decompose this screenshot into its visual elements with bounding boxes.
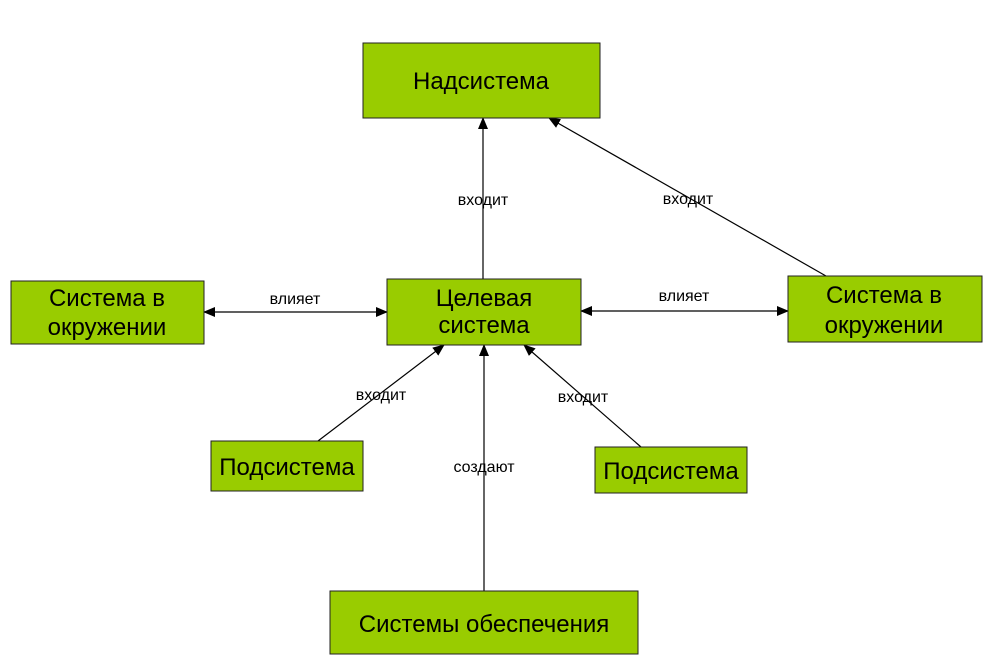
node-subsystem-left: Подсистема bbox=[210, 440, 364, 492]
node-supersystem: Надсистема bbox=[362, 42, 601, 119]
node-environment-right-line-1: Система в bbox=[826, 282, 942, 309]
node-subsystem-right-label: Подсистема bbox=[603, 458, 739, 485]
node-target-system-line-1: Целевая bbox=[436, 285, 532, 312]
node-support-systems: Системы обеспечения bbox=[329, 590, 639, 655]
edge-label-support-to-target: создают bbox=[453, 459, 515, 476]
node-environment-left-line-2: окружении bbox=[48, 314, 167, 341]
nodes: Надсистема Целевая система Система в окр… bbox=[10, 42, 983, 655]
edge-label-subsystem-left-to-target: входит bbox=[356, 387, 407, 404]
node-supersystem-label: Надсистема bbox=[413, 68, 550, 95]
edges: входит входит влияет влияет входит входи… bbox=[203, 117, 827, 591]
edge-subsystem-right-to-target bbox=[523, 344, 642, 448]
edge-label-env-right-to-supersystem: входит bbox=[663, 191, 714, 208]
edge-env-right-to-supersystem bbox=[548, 117, 827, 277]
node-environment-right-line-2: окружении bbox=[825, 312, 944, 339]
node-support-systems-label: Системы обеспечения bbox=[359, 611, 609, 638]
node-environment-left-line-1: Система в bbox=[49, 285, 165, 312]
node-environment-right: Система в окружении bbox=[787, 275, 983, 343]
node-subsystem-left-label: Подсистема bbox=[219, 454, 355, 481]
node-environment-left: Система в окружении bbox=[10, 280, 205, 345]
node-target-system: Целевая система bbox=[386, 278, 582, 346]
edge-label-subsystem-right-to-target: входит bbox=[558, 389, 609, 406]
edge-label-target-env-left: влияет bbox=[270, 291, 321, 308]
edge-label-target-env-right: влияет bbox=[659, 288, 710, 305]
node-subsystem-right: Подсистема bbox=[594, 446, 748, 494]
node-target-system-line-2: система bbox=[438, 312, 530, 339]
edge-label-target-to-supersystem: входит bbox=[458, 192, 509, 209]
edge-subsystem-left-to-target bbox=[317, 344, 445, 442]
